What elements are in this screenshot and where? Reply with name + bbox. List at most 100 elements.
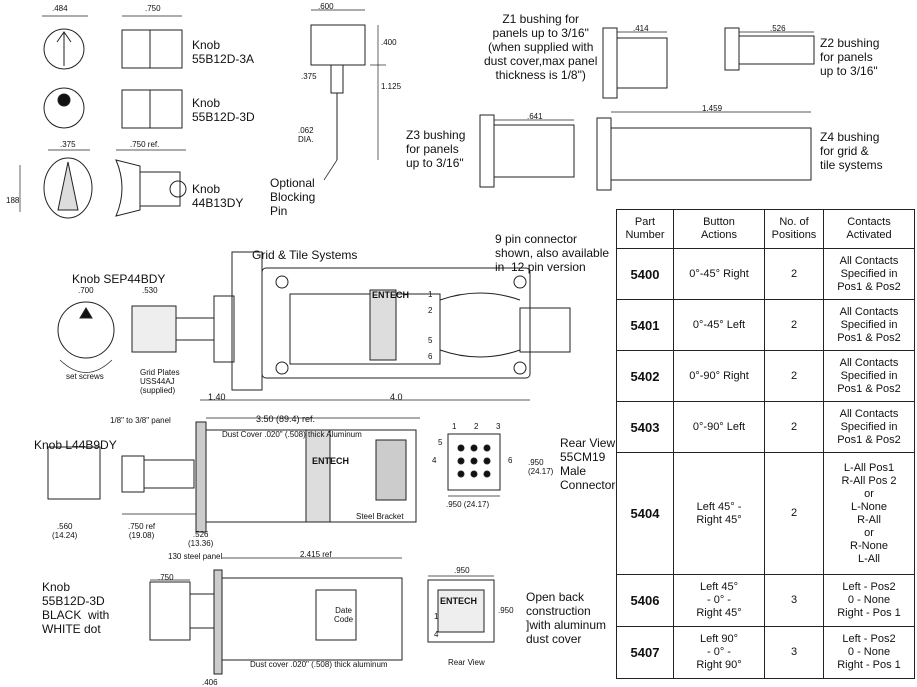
part-number: 5400 <box>616 248 674 300</box>
bottom-assembly <box>149 557 403 675</box>
grid-tile-assembly <box>57 251 571 401</box>
dim-750: .750 <box>145 4 161 13</box>
pin-5-label: 5 <box>438 438 443 447</box>
z3-bushing-view <box>479 114 575 188</box>
dim-700: .700 <box>78 286 94 295</box>
set-screws-label: set screws <box>66 372 104 381</box>
wire-6-label: 6 <box>428 352 433 361</box>
z4-bushing-view <box>596 111 812 191</box>
button-action: Left 90°- 0° -Right 90° <box>673 626 765 679</box>
dim-530: .530 <box>142 286 158 295</box>
l44-assembly <box>47 417 420 533</box>
knob-44b-front-view <box>19 149 93 219</box>
rv-4-label: 4 <box>434 630 439 639</box>
knob-l44-label: Knob L44B9DY <box>34 438 117 452</box>
knob-44b-side-view <box>115 149 187 217</box>
part-number: 5406 <box>616 574 674 627</box>
positions: 2 <box>764 299 824 351</box>
part-number: 5401 <box>616 299 674 351</box>
wire-5-label: 5 <box>428 336 433 345</box>
dim-950d: .950 <box>498 606 514 615</box>
positions: 2 <box>764 248 824 300</box>
rear-view-label: Rear View <box>448 658 485 667</box>
table-row: 5407 Left 90°- 0° -Right 90° 3 Left - Po… <box>616 626 915 679</box>
entech-logo-3: ENTECH <box>440 596 478 606</box>
positions: 3 <box>764 574 824 627</box>
dim-406: .406 <box>202 678 218 687</box>
button-action: 0°-45° Left <box>673 299 765 351</box>
dim-484: .484 <box>52 4 68 13</box>
part-number: 5404 <box>616 452 674 575</box>
z2-bushing-view <box>724 27 815 71</box>
entech-logo-2: ENTECH <box>312 456 350 466</box>
pin-6-label: 6 <box>508 456 513 465</box>
button-action: 0°-90° Right <box>673 350 765 402</box>
dim-600: .600 <box>318 2 334 11</box>
button-action: Left 45° -Right 45° <box>673 452 765 575</box>
button-action: 0°-45° Right <box>673 248 765 300</box>
part-number: 5403 <box>616 401 674 453</box>
pin-3-label: 3 <box>496 422 501 431</box>
entech-logo-1: ENTECH <box>372 290 410 300</box>
wire-1-label: 1 <box>428 290 433 299</box>
part-number: 5402 <box>616 350 674 402</box>
wire-2-label: 2 <box>428 306 433 315</box>
dim-188: 188 <box>6 196 20 205</box>
dim-1125: 1.125 <box>381 82 402 91</box>
dust-cover-1-label: Dust Cover .020" (.508) thick Aluminum <box>222 430 362 439</box>
dim-950c: .950 <box>454 566 470 575</box>
dim-400: .400 <box>381 38 397 47</box>
dim-375: .375 <box>60 140 76 149</box>
dim-40: 4.0 <box>390 392 403 402</box>
dim-414: .414 <box>633 24 649 33</box>
dim-1459: 1.459 <box>702 104 723 113</box>
knob-3a-front-view <box>42 15 88 70</box>
panel-range-label: 1/8" to 3/8" panel <box>110 416 171 425</box>
dim-750b: .750 ref(19.08) <box>128 522 156 540</box>
dim-750c: .750 <box>158 573 174 582</box>
grid-tile-label: Grid & Tile Systems <box>252 248 358 262</box>
open-back-rear-view <box>427 575 495 643</box>
pin-4-label: 4 <box>432 456 437 465</box>
knob-3d-side-view <box>121 89 183 129</box>
pin-1-label: 1 <box>452 422 457 431</box>
dim-350: 3.50 (89.4) ref. <box>256 414 316 424</box>
knob-sep-label: Knob SEP44BDY <box>72 272 166 286</box>
table-row: 5406 Left 45°- 0° -Right 45° 3 Left - Po… <box>616 574 915 627</box>
blocking-pin-view <box>310 9 386 181</box>
rv-1-label: 1 <box>434 612 439 621</box>
dim-526: .526 <box>770 24 786 33</box>
dim-950-side: .950(24.17) <box>528 458 554 476</box>
button-action: Left 45°- 0° -Right 45° <box>673 574 765 627</box>
dim-526b: .526(13.36) <box>188 530 214 548</box>
z1-bushing-view <box>602 27 668 99</box>
knob-3d-front-view <box>43 87 85 129</box>
positions: 2 <box>764 401 824 453</box>
dim-560: .560(14.24) <box>52 522 78 540</box>
